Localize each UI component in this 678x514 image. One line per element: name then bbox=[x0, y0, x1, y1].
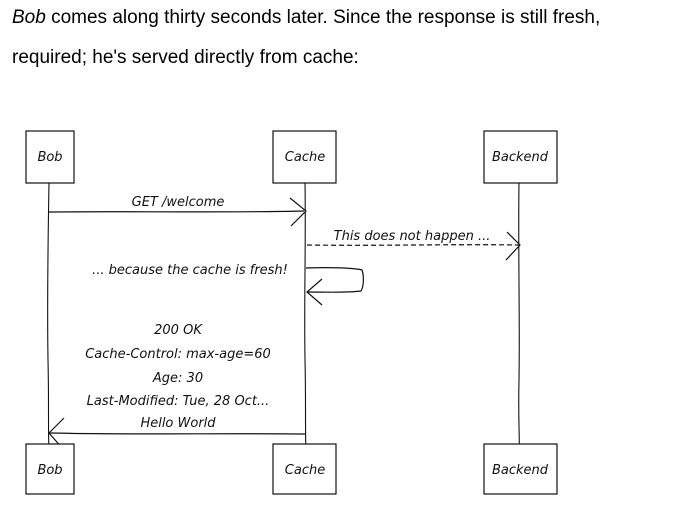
response-age: Age: 30 bbox=[152, 371, 203, 386]
participant-box-backend-top: Backend bbox=[483, 130, 558, 184]
message-request-label: GET /welcome bbox=[132, 195, 225, 210]
message-self-loop bbox=[305, 267, 364, 293]
participant-box-bob-top: Bob bbox=[25, 130, 75, 184]
message-self-arrowhead bbox=[306, 278, 323, 306]
participant-label-bob-top: Bob bbox=[37, 150, 62, 165]
message-request-arrowhead bbox=[289, 197, 307, 227]
lifeline-cache bbox=[304, 181, 307, 453]
participant-label-cache-top: Cache bbox=[285, 150, 325, 165]
participant-label-cache-bottom: Cache bbox=[285, 463, 325, 478]
response-cache-control: Cache-Control: max-age=60 bbox=[85, 347, 271, 362]
prose-line-2: required; he's served directly from cach… bbox=[12, 47, 359, 68]
participant-label-backend-bottom: Backend bbox=[492, 463, 549, 478]
message-self-label: ... because the cache is fresh! bbox=[92, 263, 288, 278]
participant-label-backend-top: Backend bbox=[492, 150, 549, 165]
participant-box-bob-bottom: Bob bbox=[25, 443, 75, 495]
participant-label-bob-bottom: Bob bbox=[37, 463, 62, 478]
prose-line-1: Bob comes along thirty seconds later. Si… bbox=[12, 6, 600, 30]
message-forward-arrowhead bbox=[505, 231, 521, 261]
message-forward-label: This does not happen ... bbox=[334, 229, 491, 244]
participant-box-cache-bottom: Cache bbox=[272, 443, 337, 495]
message-forward-line bbox=[306, 244, 519, 246]
participant-box-backend-bottom: Backend bbox=[483, 443, 558, 495]
lifeline-bob bbox=[47, 181, 50, 453]
participant-box-cache-top: Cache bbox=[272, 130, 337, 184]
prose-emphasis: Bob bbox=[12, 7, 46, 28]
response-line bbox=[49, 432, 306, 435]
response-body: Hello World bbox=[140, 416, 216, 431]
message-request-line bbox=[48, 210, 305, 213]
response-status: 200 OK bbox=[154, 323, 203, 338]
prose-line-1-rest: comes along thirty seconds later. Since … bbox=[45, 7, 601, 28]
response-last-modified: Last-Modified: Tue, 28 Oct... bbox=[87, 394, 270, 409]
lifeline-backend bbox=[518, 181, 520, 453]
